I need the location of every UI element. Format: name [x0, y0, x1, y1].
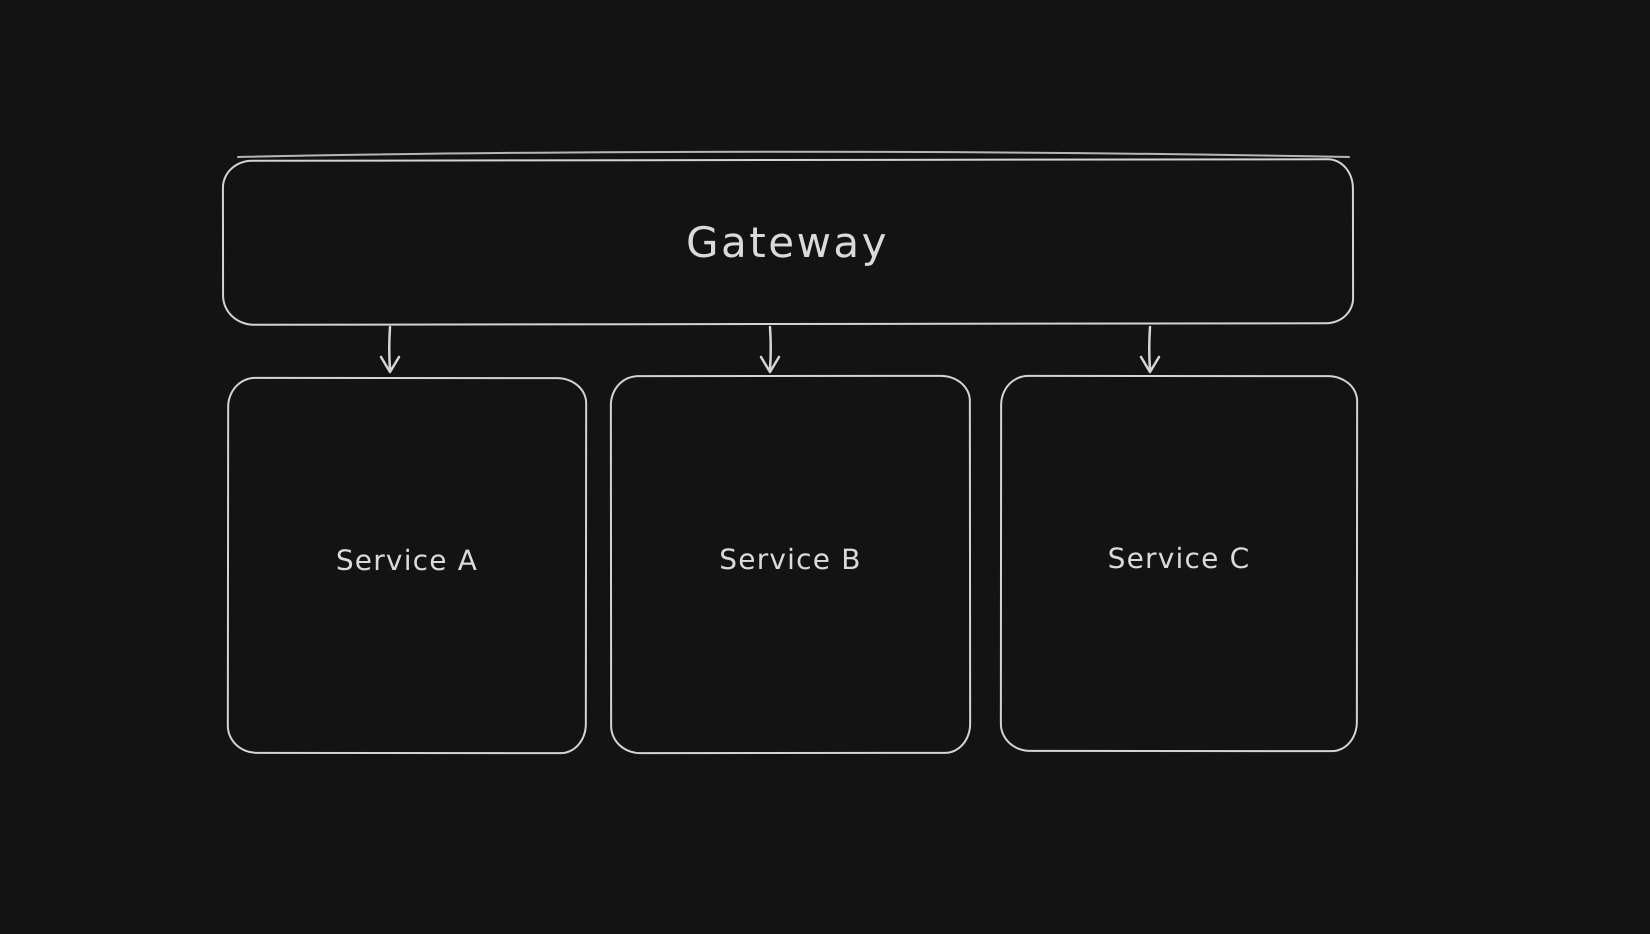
arrow-gateway-to-service-c[interactable]	[1139, 325, 1161, 374]
node-gateway[interactable]: Gateway	[221, 158, 1355, 326]
node-service-c-label: Service C	[1107, 541, 1251, 576]
node-service-b[interactable]: Service B	[609, 374, 972, 755]
arrowhead-service-c-icon	[1139, 355, 1161, 374]
node-service-b-label: Service B	[719, 542, 862, 577]
node-service-a-label: Service A	[335, 543, 479, 578]
arrowhead-service-a-icon	[379, 355, 401, 374]
arrow-gateway-to-service-b[interactable]	[759, 325, 781, 374]
node-service-a[interactable]: Service A	[226, 376, 588, 755]
arrowhead-service-b-icon	[759, 355, 781, 374]
node-service-c[interactable]: Service C	[999, 374, 1359, 753]
arrow-gateway-to-service-a[interactable]	[379, 325, 401, 374]
node-gateway-label: Gateway	[686, 217, 890, 267]
gateway-top-sketch-stroke	[237, 150, 1350, 158]
